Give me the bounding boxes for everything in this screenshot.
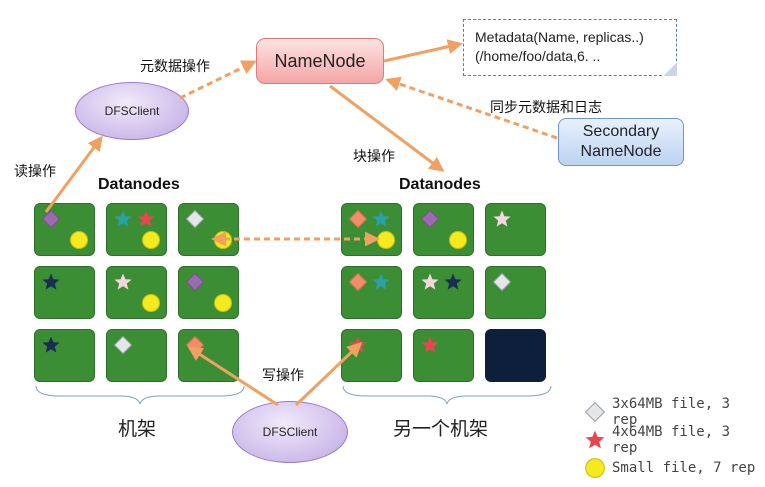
left-datanode-5[interactable] bbox=[106, 266, 167, 319]
label-metadata-op: 元数据操作 bbox=[140, 58, 210, 74]
orange-diamond-icon bbox=[348, 209, 368, 229]
yellow-circle-icon bbox=[141, 230, 161, 250]
white-diamond-icon bbox=[185, 209, 205, 229]
purple-diamond-icon bbox=[420, 209, 440, 229]
metadata-note: Metadata(Name, replicas..) (/home/foo/da… bbox=[463, 19, 677, 76]
left-rack-label: 机架 bbox=[118, 419, 157, 440]
right-datanode-8[interactable] bbox=[413, 329, 474, 382]
right-rack-brace bbox=[342, 385, 552, 405]
left-datanode-4[interactable] bbox=[34, 266, 95, 319]
pink-star-icon bbox=[420, 272, 440, 292]
red-star-icon bbox=[420, 335, 440, 355]
right-datanode-1[interactable] bbox=[341, 203, 402, 256]
metadata-line-2: (/home/foo/data,6. .. bbox=[475, 48, 601, 64]
secondary-line-2: NameNode bbox=[580, 143, 662, 160]
legend-item: 3x64MB file, 3 rep bbox=[584, 396, 759, 428]
right-datanode-4[interactable] bbox=[341, 266, 402, 319]
namenode-box[interactable]: NameNode bbox=[256, 38, 384, 84]
teal-star-icon bbox=[371, 272, 391, 292]
yellow-circle-icon bbox=[448, 230, 468, 250]
navy-star-icon bbox=[443, 272, 463, 292]
right-datanode-5[interactable] bbox=[413, 266, 474, 319]
secondary-line-1: Secondary bbox=[582, 123, 660, 140]
yellow-circle-icon bbox=[69, 230, 89, 250]
dfsclient-top[interactable]: DFSClient bbox=[75, 82, 189, 140]
purple-diamond-icon bbox=[185, 272, 205, 292]
yellow-circle-icon bbox=[584, 457, 606, 479]
left-datanode-8[interactable] bbox=[106, 329, 167, 382]
red-star-icon bbox=[584, 429, 606, 451]
left-rack-brace bbox=[35, 385, 245, 405]
white-diamond-icon bbox=[492, 272, 512, 292]
legend-text: Small file, 7 rep bbox=[612, 460, 756, 476]
label-read-op: 读操作 bbox=[14, 163, 56, 179]
right-rack-label: 另一个机架 bbox=[393, 419, 489, 440]
yellow-circle-icon bbox=[141, 293, 161, 313]
legend-item: 4x64MB file, 3 rep bbox=[584, 424, 759, 456]
left-datanode-2[interactable] bbox=[106, 203, 167, 256]
red-star-icon bbox=[136, 209, 156, 229]
legend-text: 4x64MB file, 3 rep bbox=[612, 424, 731, 456]
left-datanode-7[interactable] bbox=[34, 329, 95, 382]
dfsclient-top-label: DFSClient bbox=[104, 104, 160, 118]
metadata-line-1: Metadata(Name, replicas..) bbox=[475, 29, 644, 45]
label-sync: 同步元数据和日志 bbox=[490, 99, 602, 115]
dfsclient-bottom[interactable]: DFSClient bbox=[232, 401, 348, 463]
teal-star-icon bbox=[371, 209, 391, 229]
label-write-op: 写操作 bbox=[262, 367, 304, 383]
dfsclient-bottom-label: DFSClient bbox=[262, 425, 318, 439]
right-datanode-3[interactable] bbox=[485, 203, 546, 256]
navy-star-icon bbox=[41, 272, 61, 292]
right-datanode-2[interactable] bbox=[413, 203, 474, 256]
label-block-op: 块操作 bbox=[353, 148, 395, 164]
pink-star-icon bbox=[492, 209, 512, 229]
yellow-circle-icon bbox=[213, 293, 233, 313]
left-datanode-6[interactable] bbox=[178, 266, 239, 319]
orange-diamond-icon bbox=[348, 272, 368, 292]
white-diamond-icon bbox=[584, 401, 606, 423]
pink-star-icon bbox=[113, 272, 133, 292]
purple-diamond-icon bbox=[41, 209, 61, 229]
namenode-label: NameNode bbox=[274, 50, 366, 71]
note-fold-corner bbox=[663, 62, 677, 76]
right-datanode-6[interactable] bbox=[485, 266, 546, 319]
white-diamond-icon bbox=[113, 335, 133, 355]
teal-star-icon bbox=[113, 209, 133, 229]
left-datanodes-title: Datanodes bbox=[98, 176, 180, 193]
legend-text: 3x64MB file, 3 rep bbox=[612, 396, 731, 428]
right-datanodes-title: Datanodes bbox=[399, 176, 481, 193]
legend-item: Small file, 7 rep bbox=[584, 454, 759, 482]
navy-star-icon bbox=[41, 335, 61, 355]
right-datanode-9[interactable] bbox=[485, 329, 546, 382]
secondary-namenode-box[interactable]: Secondary NameNode bbox=[558, 118, 684, 166]
